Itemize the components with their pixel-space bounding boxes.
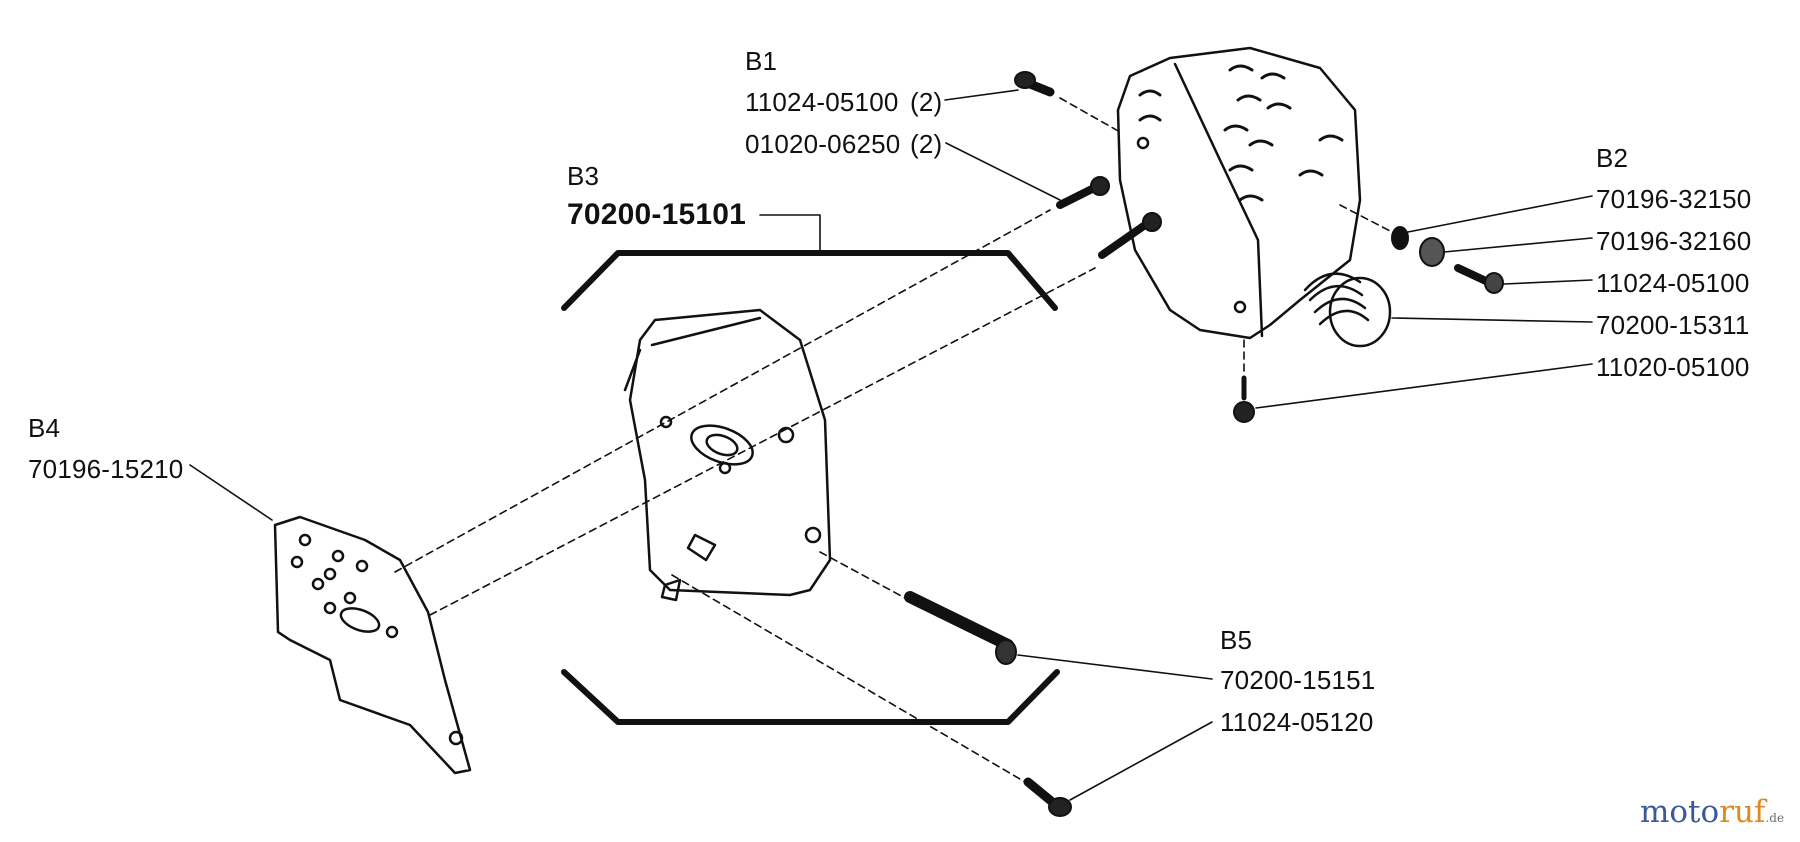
part-number: 11024-05100 (1596, 268, 1750, 298)
heat-shield-plate (273, 515, 472, 775)
watermark-part1: moto (1640, 794, 1720, 830)
part-number: 70200-15311 (1596, 310, 1750, 340)
group-code-b2: B2 (1596, 143, 1629, 173)
part-number: 01020-06250 (745, 129, 901, 159)
spark-arrester-coil (1303, 272, 1392, 348)
muffler-assembly-bracket (561, 250, 1060, 725)
watermark-suffix: .de (1765, 811, 1785, 825)
group-code-b3: B3 (567, 161, 600, 191)
assembly-lines (394, 97, 1393, 783)
part-number: 11024-05120 (1220, 707, 1374, 737)
group-code-b1: B1 (745, 46, 778, 76)
part-number: 70196-32160 (1596, 226, 1752, 256)
part-number: 70200-15101 (567, 198, 747, 231)
b2-small-parts (1391, 226, 1504, 294)
group-code-b5: B5 (1220, 625, 1253, 655)
part-number: 70200-15151 (1220, 665, 1376, 695)
part-number: 11024-05100 (745, 87, 899, 117)
part-number: 11020-05100 (1596, 352, 1750, 382)
muffler-cover (1116, 46, 1362, 340)
part-quantity: (2) (910, 129, 943, 159)
leader-lines (189, 89, 1593, 801)
screws (904, 71, 1255, 817)
watermark-logo: motoruf.de (1640, 797, 1784, 828)
part-quantity: (2) (910, 87, 943, 117)
muffler-body (623, 308, 832, 602)
watermark-part2: ruf (1719, 794, 1766, 830)
part-number: 70196-15210 (28, 454, 184, 484)
group-code-b4: B4 (28, 413, 61, 443)
part-number: 70196-32150 (1596, 184, 1752, 214)
